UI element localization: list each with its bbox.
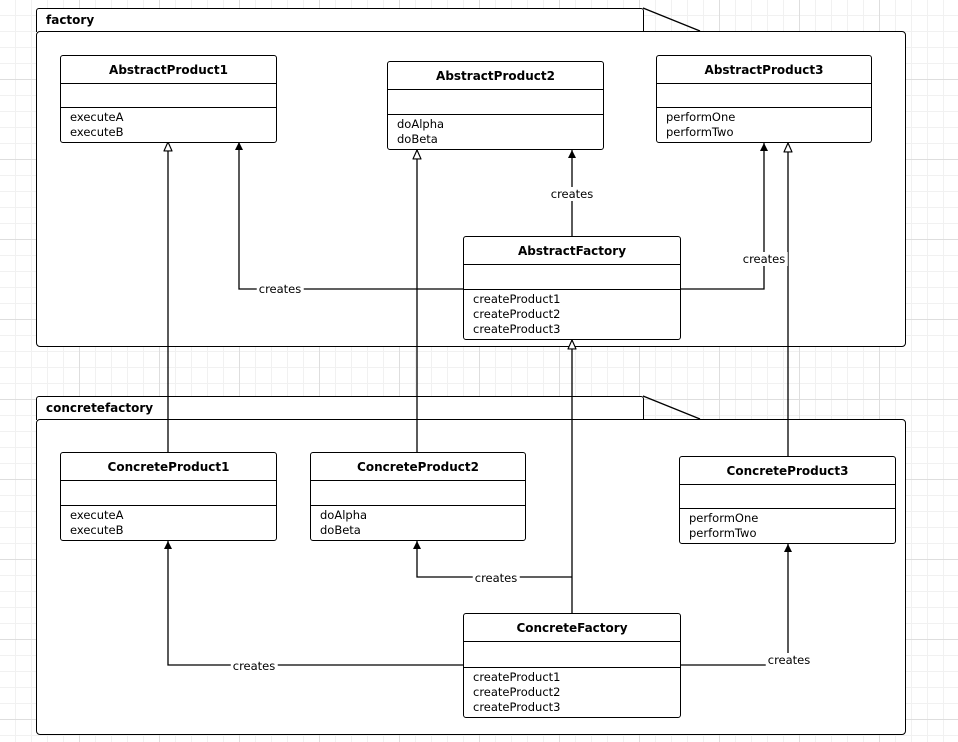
method: performOne: [666, 110, 736, 124]
class-attributes: [464, 642, 680, 668]
class-concrete-factory[interactable]: ConcreteFactory createProduct1 createPro…: [463, 613, 681, 718]
method: performTwo: [689, 526, 757, 540]
method: performOne: [689, 511, 759, 525]
class-attributes: [680, 485, 895, 509]
package-tab-slant-factory: [642, 7, 701, 32]
class-concrete-product1[interactable]: ConcreteProduct1 executeA executeB: [60, 452, 277, 541]
class-methods: doAlpha doBeta: [388, 115, 603, 149]
method: createProduct2: [473, 685, 561, 699]
method: doBeta: [320, 523, 361, 537]
class-concrete-product3[interactable]: ConcreteProduct3 performOne performTwo: [679, 456, 896, 544]
class-name: ConcreteProduct2: [311, 453, 525, 481]
method: executeB: [70, 125, 124, 139]
package-tab-concretefactory[interactable]: concretefactory: [36, 396, 644, 420]
class-name: AbstractProduct3: [657, 56, 871, 84]
package-tab-slant-concretefactory: [642, 395, 701, 420]
edge-label-af-ap2: creates: [548, 187, 596, 201]
method: createProduct3: [473, 322, 561, 336]
method: doAlpha: [320, 508, 368, 522]
class-concrete-product2[interactable]: ConcreteProduct2 doAlpha doBeta: [310, 452, 526, 541]
class-methods: executeA executeB: [61, 506, 276, 540]
class-name: AbstractProduct2: [388, 62, 603, 90]
package-tab-factory[interactable]: factory: [36, 8, 644, 32]
edge-label-af-ap3: creates: [740, 252, 788, 266]
class-methods: createProduct1 createProduct2 createProd…: [464, 290, 680, 339]
class-attributes: [657, 84, 871, 108]
class-abstract-factory[interactable]: AbstractFactory createProduct1 createPro…: [463, 236, 681, 340]
class-attributes: [61, 84, 276, 108]
edge-label-af-ap1: creates: [256, 282, 304, 296]
class-methods: performOne performTwo: [657, 108, 871, 142]
edge-af-creates-ap3[interactable]: [681, 143, 768, 290]
edge-label-cf-cp1: creates: [230, 659, 278, 673]
method: executeA: [70, 110, 124, 124]
package-name: factory: [46, 13, 95, 27]
class-abstract-product2[interactable]: AbstractProduct2 doAlpha doBeta: [387, 61, 604, 150]
class-name: ConcreteProduct3: [680, 457, 895, 485]
class-methods: createProduct1 createProduct2 createProd…: [464, 668, 680, 717]
method: createProduct3: [473, 700, 561, 714]
class-abstract-product3[interactable]: AbstractProduct3 performOne performTwo: [656, 55, 872, 143]
edge-cf-creates-cp3[interactable]: [681, 544, 792, 666]
method: performTwo: [666, 125, 734, 139]
package-name: concretefactory: [46, 401, 154, 415]
method: executeA: [70, 508, 124, 522]
class-name: ConcreteProduct1: [61, 453, 276, 481]
class-attributes: [61, 481, 276, 506]
edge-af-creates-ap1[interactable]: [235, 142, 463, 290]
class-methods: executeA executeB: [61, 108, 276, 142]
method: createProduct1: [473, 670, 561, 684]
class-methods: performOne performTwo: [680, 509, 895, 543]
method: createProduct1: [473, 292, 561, 306]
class-attributes: [388, 90, 603, 115]
class-attributes: [464, 265, 680, 290]
method: createProduct2: [473, 307, 561, 321]
edge-label-cf-cp3: creates: [765, 653, 813, 667]
class-methods: doAlpha doBeta: [311, 506, 525, 540]
class-attributes: [311, 481, 525, 506]
class-name: AbstractFactory: [464, 237, 680, 265]
method: doAlpha: [397, 117, 445, 131]
edge-label-cf-cp2: creates: [472, 571, 520, 585]
class-name: AbstractProduct1: [61, 56, 276, 84]
method: executeB: [70, 523, 124, 537]
class-abstract-product1[interactable]: AbstractProduct1 executeA executeB: [60, 55, 277, 143]
method: doBeta: [397, 132, 438, 146]
edge-cf-creates-cp1[interactable]: [164, 541, 463, 666]
class-name: ConcreteFactory: [464, 614, 680, 642]
edge-cf-creates-cp2[interactable]: [413, 541, 572, 578]
